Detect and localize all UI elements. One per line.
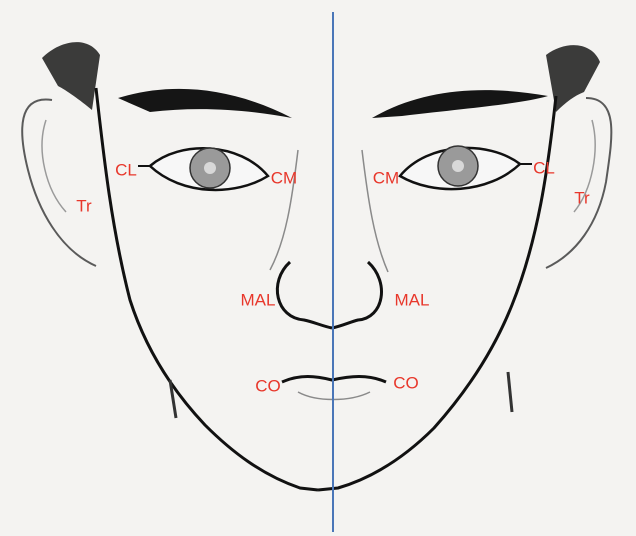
landmark-co-left: CO [255, 378, 281, 395]
ear-left [22, 100, 96, 266]
landmark-tr-left: Tr [76, 198, 91, 215]
ear-left-inner [42, 120, 66, 212]
landmark-mal-right: MAL [395, 292, 430, 309]
landmark-mal-left: MAL [241, 292, 276, 309]
nose-right-wing [332, 262, 381, 328]
landmark-tr-right: Tr [574, 190, 589, 207]
landmark-cm-right: CM [373, 170, 399, 187]
eyebrow-right [372, 90, 548, 118]
neck-right [508, 372, 512, 412]
landmark-cm-left: CM [271, 170, 297, 187]
nose-left-wing [277, 262, 332, 328]
landmark-co-right: CO [393, 375, 419, 392]
landmark-cl-right: CL [533, 160, 555, 177]
pupil-left [204, 162, 216, 174]
ear-right [546, 98, 611, 268]
landmark-cl-left: CL [115, 162, 137, 179]
eyebrow-left [118, 89, 292, 118]
pupil-right [452, 160, 464, 172]
